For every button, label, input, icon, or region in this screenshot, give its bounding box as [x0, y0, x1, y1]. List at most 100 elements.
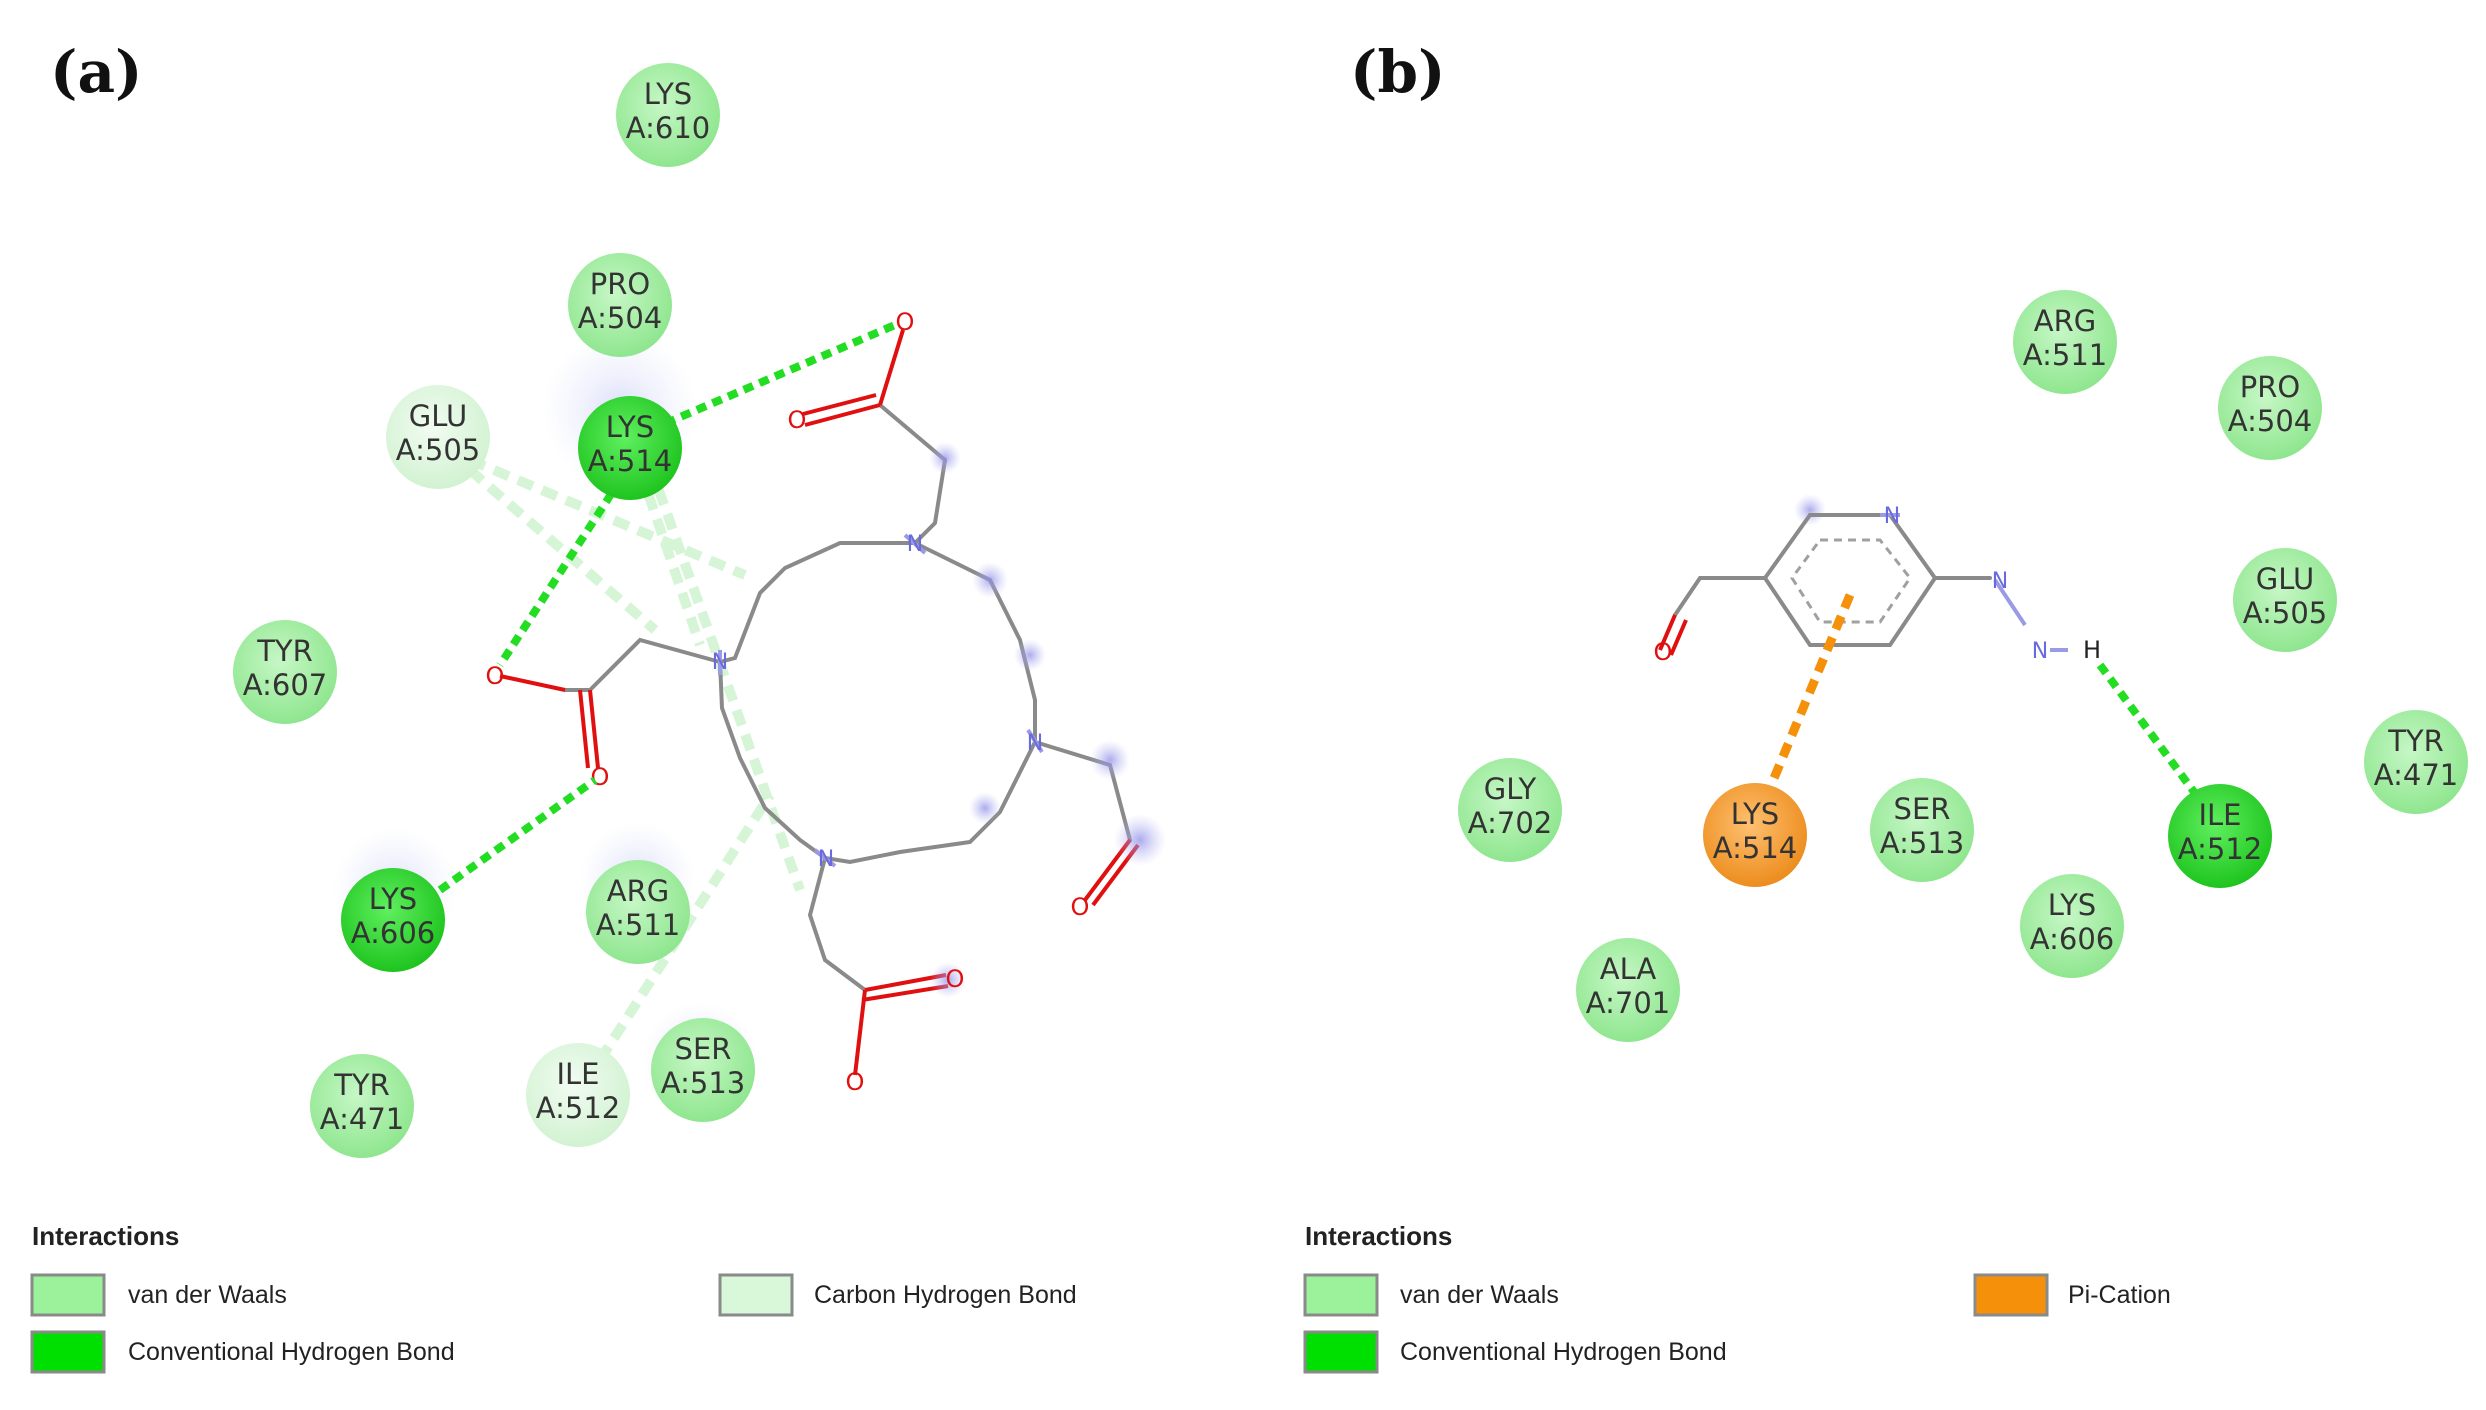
oxygen-atom: O [788, 406, 807, 434]
residue-id: A:505 [396, 433, 480, 467]
legend-swatch-vdw [30, 1273, 106, 1317]
residue-circle [2013, 290, 2117, 394]
residue-name: LYS [606, 410, 654, 444]
legend-swatch-vdw [1303, 1273, 1379, 1317]
residue-id: A:471 [2374, 758, 2458, 792]
residue-name: ARG [2034, 304, 2096, 338]
residue-id: A:471 [320, 1102, 404, 1136]
residue-lys-610[interactable]: LYS A:610 [616, 63, 720, 167]
nitrogen-atom: N [907, 532, 923, 557]
residue-lys-606[interactable]: LYS A:606 [341, 868, 445, 972]
oxygen-atom: O [846, 1068, 865, 1096]
residue-tyr-471[interactable]: TYR A:471 [310, 1054, 414, 1158]
residue-id: A:513 [661, 1066, 745, 1100]
residue-id: A:504 [2228, 404, 2312, 438]
residue-ser-513[interactable]: SER A:513 [651, 1018, 755, 1122]
residue-circle [2020, 874, 2124, 978]
residue-id: A:511 [596, 908, 680, 942]
residue-id: A:610 [626, 111, 710, 145]
residue-pro-504[interactable]: PRO A:504 [568, 253, 672, 357]
residue-name: ALA [1600, 952, 1657, 986]
residue-circle [1576, 938, 1680, 1042]
legend-swatch-carbon-hydrogen [718, 1273, 794, 1317]
residue-id: A:607 [243, 668, 327, 702]
residue-ile-512-b[interactable]: ILE A:512 [2168, 784, 2272, 888]
conventional-hydrogen-bond-lines [437, 321, 897, 894]
residue-circle [2168, 784, 2272, 888]
residue-id: A:702 [1468, 806, 1552, 840]
residue-id: A:514 [588, 444, 672, 478]
residue-ser-513-b[interactable]: SER A:513 [1870, 778, 1974, 882]
residue-circle [1703, 783, 1807, 887]
residue-id: A:512 [2178, 832, 2262, 866]
legend-swatch-conventional-hbond [30, 1330, 106, 1374]
hydrogen-atom: H [2083, 636, 2101, 664]
residue-name: TYR [2387, 724, 2444, 758]
legend-label: van der Waals [1400, 1281, 1559, 1309]
residue-lys-514[interactable]: LYS A:514 [578, 396, 682, 500]
nitrogen-atom: N [2032, 639, 2048, 664]
residue-id: A:504 [578, 301, 662, 335]
residue-circle [1870, 778, 1974, 882]
residue-arg-511[interactable]: ARG A:511 [586, 860, 690, 964]
nitrogen-atom: N [818, 847, 834, 872]
legend-label: van der Waals [128, 1281, 287, 1309]
legend-swatch-conventional-hbond [1303, 1330, 1379, 1374]
residue-pro-504-b[interactable]: PRO A:504 [2218, 356, 2322, 460]
legend-label: Conventional Hydrogen Bond [1400, 1338, 1727, 1366]
residue-circle [616, 63, 720, 167]
residue-lys-514-b[interactable]: LYS A:514 [1703, 783, 1807, 887]
residue-id: A:512 [536, 1091, 620, 1125]
conventional-hydrogen-bond-line [2096, 662, 2204, 803]
residue-gly-702-b[interactable]: GLY A:702 [1458, 758, 1562, 862]
oxygen-atom: O [591, 763, 610, 791]
residue-name: LYS [369, 882, 417, 916]
residue-id: A:511 [2023, 338, 2107, 372]
residue-tyr-607[interactable]: TYR A:607 [233, 620, 337, 724]
residue-name: GLU [409, 399, 467, 433]
panel-a-label: (a) [50, 38, 142, 106]
residue-id: A:514 [1713, 831, 1797, 865]
residue-name: TYR [333, 1068, 390, 1102]
residue-name: LYS [2048, 888, 2096, 922]
residue-circle [651, 1018, 755, 1122]
residue-circle [386, 385, 490, 489]
nitrogen-atom: N [1884, 504, 1900, 529]
residue-name: ARG [607, 874, 669, 908]
residue-name: SER [675, 1032, 732, 1066]
legend-a: Interactions van der Waals Carbon Hydrog… [30, 1221, 1077, 1374]
nitrogen-atom: N [712, 650, 728, 675]
molecule-a: N N N N O O O O O O O [486, 308, 1166, 1096]
oxygen-atom: O [1071, 893, 1090, 921]
oxygen-atom: O [1654, 638, 1673, 666]
residue-circle [578, 396, 682, 500]
carbon-hydrogen-bond-lines [466, 455, 805, 1063]
legend-title: Interactions [1305, 1221, 1452, 1251]
residue-name: PRO [2240, 370, 2300, 404]
residue-glu-505[interactable]: GLU A:505 [386, 385, 490, 489]
legend-label: Conventional Hydrogen Bond [128, 1338, 455, 1366]
residue-ile-512[interactable]: ILE A:512 [526, 1043, 630, 1147]
residue-circle [586, 860, 690, 964]
residue-id: A:505 [2243, 596, 2327, 630]
residue-lys-606-b[interactable]: LYS A:606 [2020, 874, 2124, 978]
residue-tyr-471-b[interactable]: TYR A:471 [2364, 710, 2468, 814]
residue-name: TYR [256, 634, 313, 668]
residue-ala-701-b[interactable]: ALA A:701 [1576, 938, 1680, 1042]
residue-circle [233, 620, 337, 724]
residue-circle [310, 1054, 414, 1158]
residue-arg-511-b[interactable]: ARG A:511 [2013, 290, 2117, 394]
residue-name: SER [1894, 792, 1951, 826]
oxygen-atom: O [486, 662, 505, 690]
legend-title: Interactions [32, 1221, 179, 1251]
residue-glu-505-b[interactable]: GLU A:505 [2233, 548, 2337, 652]
residue-circle [2233, 548, 2337, 652]
residue-circle [2218, 356, 2322, 460]
legend-label: Carbon Hydrogen Bond [814, 1281, 1077, 1309]
residue-name: ILE [2198, 798, 2241, 832]
residue-name: LYS [1731, 797, 1779, 831]
oxygen-atom: O [946, 965, 965, 993]
residue-name: PRO [590, 267, 650, 301]
residue-name: ILE [556, 1057, 599, 1091]
